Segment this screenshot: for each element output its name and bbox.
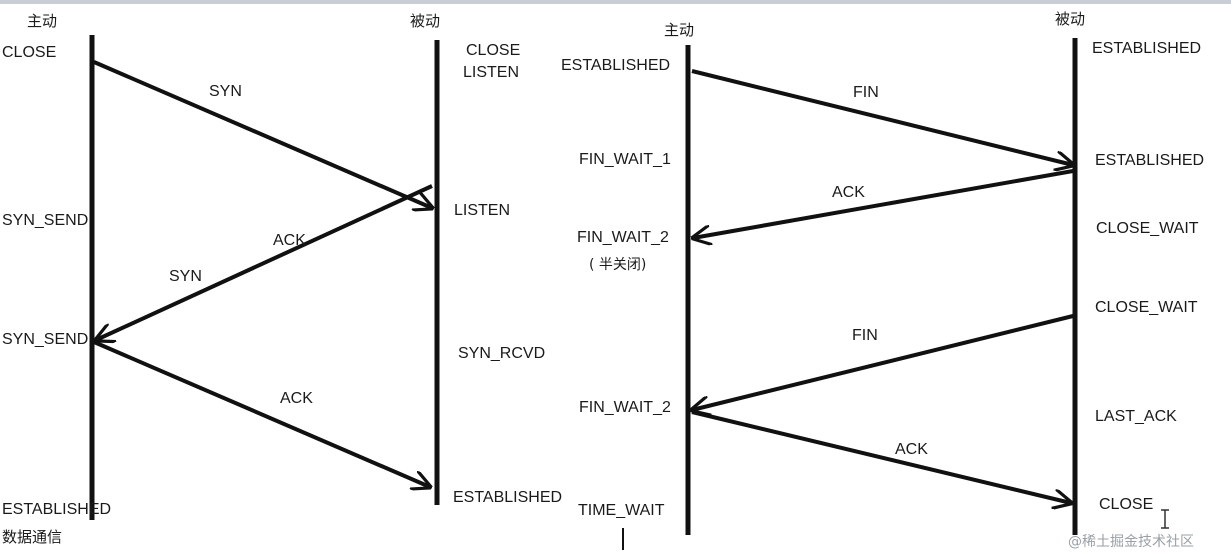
right-message-label: ACK [832, 184, 865, 201]
left-message-label: ACK [280, 390, 313, 407]
right-active-state: ESTABLISHED [561, 57, 671, 74]
left-message-label: ACK [273, 232, 306, 249]
right-passive-state: CLOSE_WAIT [1096, 220, 1199, 237]
right-active-state: FIN_WAIT_1 [579, 151, 671, 168]
right-passive-state: CLOSE_WAIT [1095, 299, 1198, 316]
right-message-label: FIN [852, 327, 878, 344]
left-passive-state: SYN_RCVD [458, 345, 546, 362]
right-active-state: FIN_WAIT_2 [579, 399, 671, 416]
left-passive-header: 被动 [410, 12, 441, 30]
right-message-label: ACK [895, 441, 928, 458]
right-passive-state: ESTABLISHED [1092, 40, 1202, 57]
watermark: @稀土掘金技术社区 [1068, 534, 1194, 550]
right-active-note: ( 半关闭) [589, 257, 647, 273]
right-active-header: 主动 [664, 21, 695, 39]
left-passive-state: LISTEN [463, 64, 520, 81]
left-active-note: 数据通信 [2, 528, 63, 546]
left-active-header: 主动 [27, 12, 58, 30]
right-passive-state: ESTABLISHED [1095, 152, 1205, 169]
right-passive-state: LAST_ACK [1095, 408, 1177, 425]
left-active-state: ESTABLISHED [2, 501, 112, 518]
left-active-state: SYN_SEND [2, 212, 89, 229]
right-active-state: TIME_WAIT [578, 502, 665, 519]
fin-arrow-2 [692, 314, 1074, 410]
ack-arrow-2 [691, 410, 1071, 503]
left-passive-state: LISTEN [454, 202, 511, 219]
right-passive-state: CLOSE [1099, 496, 1154, 513]
left-active-state: SYN_SEND [2, 331, 89, 348]
ack-arrow [93, 340, 430, 487]
ack-arrow-1 [693, 169, 1074, 238]
syn-ack-arrow [96, 184, 433, 340]
left-active-state: CLOSE [2, 44, 57, 61]
right-passive-header: 被动 [1055, 10, 1086, 28]
right-message-label: FIN [853, 84, 879, 101]
fin-arrow-1 [691, 69, 1073, 165]
left-message-label: SYN [209, 83, 242, 100]
left-passive-state: CLOSE [466, 42, 521, 59]
left-passive-state: ESTABLISHED [453, 489, 563, 506]
left-message-label: SYN [169, 268, 202, 285]
syn-arrow [93, 60, 432, 208]
right-active-state: FIN_WAIT_2 [577, 229, 669, 246]
window-top-bar [0, 0, 1231, 4]
